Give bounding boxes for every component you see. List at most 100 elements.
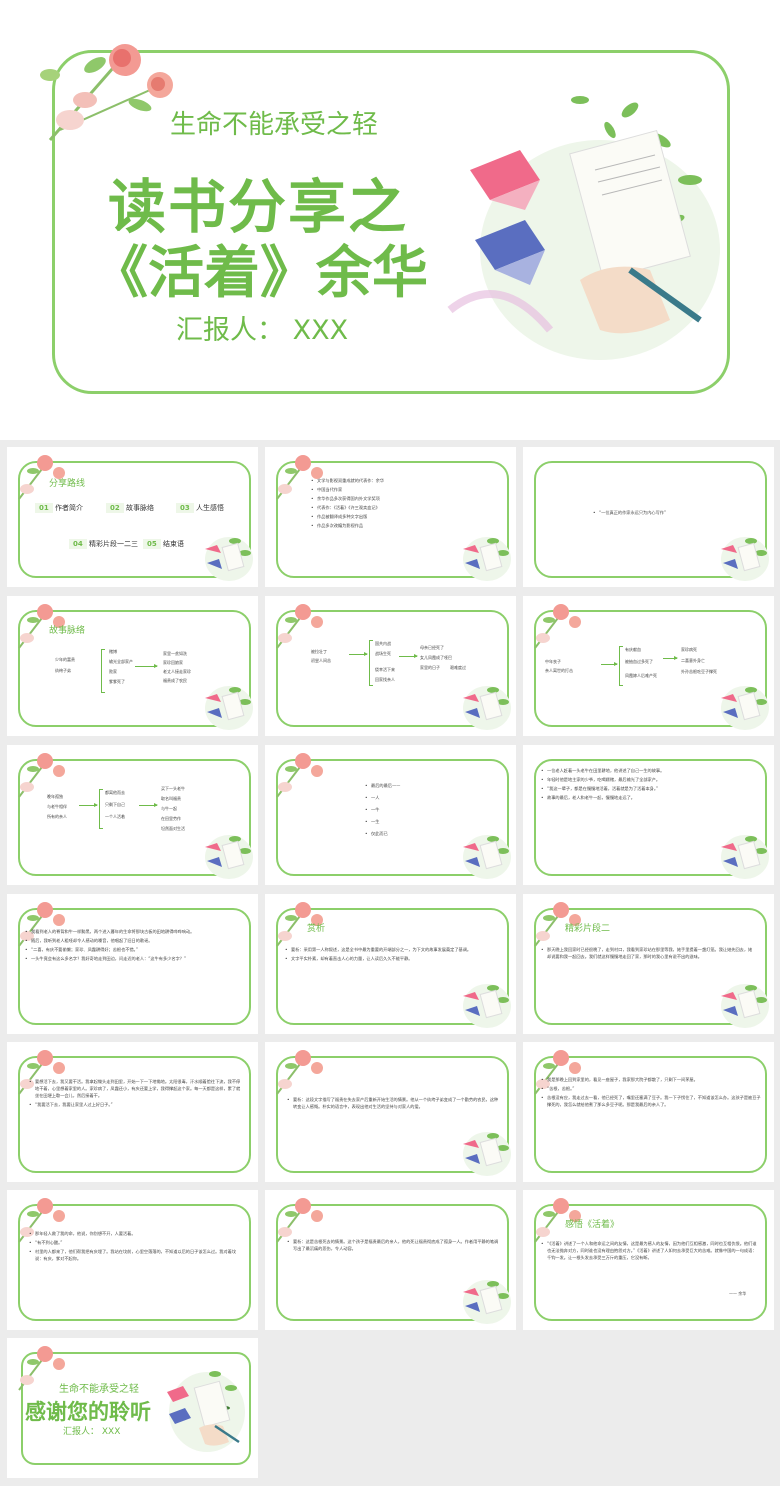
list-item: 那年轻人救了我的命，他说，你别想不开，人要活着。 (29, 1230, 244, 1237)
flower-corner-icon (534, 1198, 581, 1243)
slide-frame (276, 1204, 509, 1321)
paragraph-slide-4: 我是那晚上回到家里的，看见一座屋子，我家那大院子都散了，只剩下一间茅屋。 “苦根… (523, 1042, 774, 1182)
thanks-title: 感谢您的聆听 (25, 1399, 151, 1424)
list-item: 随后，我听到老人粗哑却令人感动的嗓音，他唱起了旧日的歌谣。 (25, 937, 247, 944)
flower-corner-icon (276, 1198, 323, 1243)
list-item: “一位真正的作家永远只为内心写作” (593, 509, 743, 516)
toc-item-01[interactable]: 01 作者简介 (35, 503, 83, 513)
flow-right-0: 家珍病死 (681, 647, 697, 652)
slide-frame (276, 461, 509, 578)
list-item: “二喜，有庆不要偷懒；家珍、凤霞耕得好；苦根也不错。” (25, 946, 247, 953)
slide-frame (534, 908, 767, 1025)
cover-reporter: 汇报人： XXX (176, 315, 349, 346)
cover-title-line2: 《活着》余华 (92, 240, 428, 306)
list-item: 一生 (365, 817, 445, 827)
flower-corner-icon (276, 455, 323, 500)
list-item: 故事的最后，老人和老牛一起，慢慢地走远了。 (541, 794, 763, 801)
plant-corner-icon (463, 1132, 511, 1176)
slide-frame (18, 461, 251, 578)
list-item: 年轻时他是地主家的少爷，吃喝嫖赌，最后输光了全部家产。 (541, 776, 763, 783)
flower-corner-icon (276, 902, 323, 947)
toc-label: 故事脉络 (125, 504, 154, 512)
slide-frame (534, 1056, 767, 1173)
flow-mid-2: 侥幸活下来 (375, 667, 395, 672)
flow-mid-3: 回家找亲人 (375, 677, 395, 682)
slide-frame (18, 908, 251, 1025)
appreciation-list: 要析：这段文字描写了福贵在失去家产后重新开始生活的情景。他从一个纨绔子弟变成了一… (287, 1096, 502, 1112)
flow-mid-2: 凤霞嫁人后难产死 (625, 673, 657, 678)
flow-mid-1: 战场生死 (375, 651, 391, 656)
flow-mid-0: 赌博 (109, 649, 117, 654)
list-item: 作品多次改编为影视作品 (311, 522, 491, 529)
story-slide-4: 晚年孤独 与老牛相伴 所有的亲人 都离他而去 只剩下自己 一个人活着 买下一头老… (7, 745, 258, 885)
appreciation-title: 赏析 (307, 924, 326, 934)
author-slide: 文学与影视双重成就的代表作：余华 中国当代作家 余华作品多次获得国内外文学奖项 … (265, 447, 516, 587)
list-item: 一头牛竟会有这么多名字？我好奇地走到田边，问走近的老人：“这牛有多少名字？” (25, 955, 247, 962)
toc-item-03[interactable]: 03 人生感悟 (176, 503, 224, 513)
plant-corner-icon (463, 984, 511, 1028)
flower-corner-icon (18, 455, 65, 500)
appreciation-slide-2: 要析：这段文字描写了福贵在失去家产后重新开始生活的情景。他从一个纨绔子弟变成了一… (265, 1042, 516, 1182)
appreciation-list: 要析：采用第一人称叙述，这是全书中最为重要的开端部分之一，为下文的故事发展奠定了… (285, 946, 500, 964)
ending-slide: 最后的最后—— 一人 一牛 一生 仅此而已 (265, 745, 516, 885)
list-item: 余华作品多次获得国内外文学奖项 (311, 495, 491, 502)
flow-arrow (601, 662, 618, 666)
toc-num: 05 (143, 539, 161, 549)
list-item: 作品被翻译成多种文字出版 (311, 513, 491, 520)
flow-left-0: 晚年孤独 (47, 794, 63, 799)
reflection-slide: 感悟《活着》 “《活着》讲述了一个人和他命运之间的友情，这是最为感人的友情，因为… (523, 1190, 774, 1330)
flower-corner-icon (534, 604, 581, 649)
list-item: 我是那晚上回到家里的，看见一座屋子，我家那大院子都散了，只剩下一间茅屋。 (541, 1076, 761, 1083)
plant-corner-icon (721, 686, 769, 730)
flower-corner-icon (276, 604, 323, 649)
toc-item-04[interactable]: 04 精彩片段一二三 (69, 539, 138, 549)
plant-corner-icon (463, 835, 511, 879)
flow-left-0: 被拉壮丁 (311, 649, 327, 654)
cover-frame (52, 50, 730, 394)
slide-frame (18, 1204, 251, 1321)
plant-corner-icon (205, 686, 253, 730)
paragraph-slide-3: 要想活下去，我又要干活。我拿起锄头走到田里，开始一下一下地锄地。太阳很毒，汗水顺… (7, 1042, 258, 1182)
toc-label: 作者简介 (54, 504, 83, 512)
list-item: “我这一辈子，都是在慢慢地活着，活着就是为了活着本身。” (541, 785, 763, 792)
story-slide-1: 故事脉络 少年的富贵 纨绔子弟 赌博 输光全部家产 败家 爹爹死了 家里一贫如洗… (7, 596, 258, 736)
flow-mid-0: 都离他而去 (105, 790, 125, 795)
flower-corner-icon (18, 604, 65, 649)
flow-right-4: 坦然面对生活 (161, 826, 185, 831)
reflection-title: 感悟《活着》 (565, 1220, 620, 1230)
flow-arrow (79, 803, 98, 807)
plant-corner-icon (721, 984, 769, 1028)
list-item: 文学与影视双重成就的代表作：余华 (311, 477, 491, 484)
slide-frame (18, 610, 251, 727)
flow-arrow (399, 654, 418, 658)
story-title: 故事脉络 (49, 626, 86, 636)
cover-subtitle: 生命不能承受之轻 (170, 110, 379, 140)
list-item: “苦根，苦根。” (541, 1085, 761, 1092)
flow-left-0: 少年的富贵 (55, 657, 75, 662)
flow-arrow (349, 652, 368, 656)
story-slide-2: 被拉壮丁 初尝人间苦 国共内战 战场生死 侥幸活下来 回家找亲人 母亲已经死了 … (265, 596, 516, 736)
flow-mid-1: 被抽血过多死了 (625, 659, 653, 664)
quote-text: “一位真正的作家永远只为内心写作” (593, 509, 743, 518)
plant-corner-icon (721, 537, 769, 581)
list-item: 苦根没有应，我走过去一看，他已经死了，嘴里还塞满了豆子。我一下子愣住了，不知道该… (541, 1094, 761, 1108)
toc-item-05[interactable]: 05 结束语 (143, 539, 184, 549)
toc-num: 04 (69, 539, 87, 549)
toc-label: 精彩片段一二三 (88, 540, 138, 548)
flower-bouquet-icon (40, 44, 173, 141)
reflection-list: “《活着》讲述了一个人和他命运之间的友情，这是最为感人的友情，因为他们互相感激，… (541, 1240, 759, 1263)
flow-arrow (135, 664, 158, 668)
flow-right-1: 女儿凤霞成了哑巴 (420, 655, 452, 660)
hand-writing-illustration-icon (167, 1371, 245, 1452)
flow-bracket (619, 646, 623, 686)
toc-label: 结束语 (162, 540, 184, 548)
flow-mid-0: 国共内战 (375, 641, 391, 646)
list-item: 一位老人赶着一头老牛在田里耕地，他讲述了自己一生的故事。 (541, 767, 763, 774)
toc-item-02[interactable]: 02 故事脉络 (106, 503, 154, 513)
ending-list: 最后的最后—— 一人 一牛 一生 仅此而已 (365, 781, 445, 841)
paragraph-list: 我是那晚上回到家里的，看见一座屋子，我家那大院子都散了，只剩下一间茅屋。 “苦根… (541, 1076, 761, 1110)
story-slide-3: 中年丧子 亲人离世的打击 有庆献血 被抽血过多死了 凤霞嫁人后难产死 家珍病死 … (523, 596, 774, 736)
list-item: 一人 (365, 793, 445, 803)
list-item: “我要活下去，我要让家里人过上好日子。” (29, 1101, 244, 1108)
thanks-subtitle: 生命不能承受之轻 (59, 1384, 139, 1395)
